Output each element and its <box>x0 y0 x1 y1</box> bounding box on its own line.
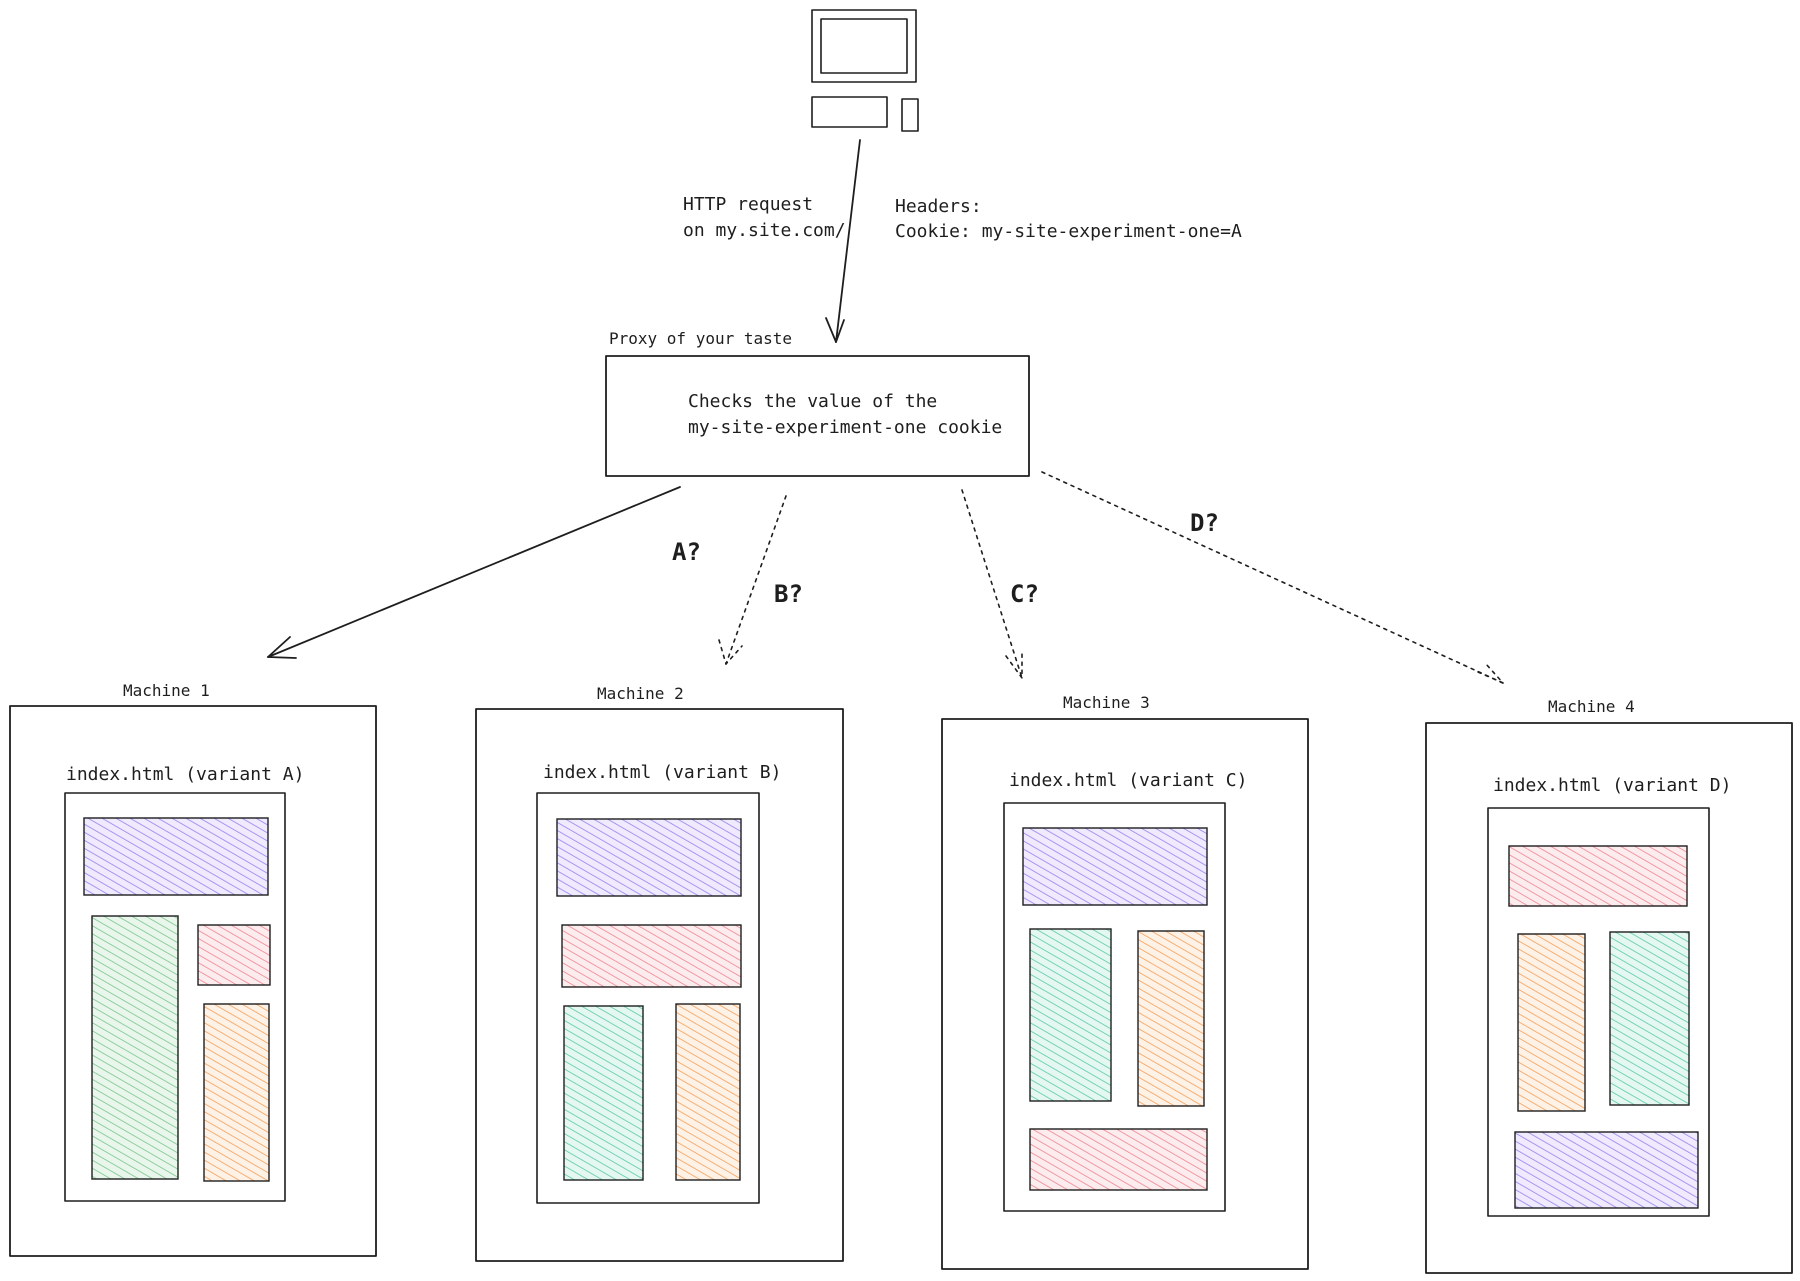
left-column-block <box>563 1005 644 1181</box>
route-arrow-c <box>961 489 1023 679</box>
footer-block <box>1514 1131 1699 1209</box>
headers-label-line1: Headers: <box>895 196 982 217</box>
request-arrow <box>825 139 861 343</box>
page-label: index.html (variant D) <box>1493 775 1731 796</box>
page-mockup <box>1003 802 1226 1212</box>
proxy-text-line2: my-site-experiment-one cookie <box>688 417 1002 438</box>
sidebar-block <box>91 915 179 1180</box>
right-column-block <box>1609 931 1690 1106</box>
machine-title: Machine 1 <box>123 681 210 700</box>
widget-block <box>197 924 271 986</box>
proxy-text-line1: Checks the value of the <box>688 391 937 412</box>
route-arrow-a <box>267 486 681 659</box>
header-block <box>83 817 269 896</box>
machine-title: Machine 3 <box>1063 693 1150 712</box>
page-mockup <box>64 792 286 1202</box>
machine-4: Machine 4 index.html (variant D) <box>1425 697 1793 1274</box>
page-mockup <box>1487 807 1710 1217</box>
route-label-c: C? <box>1010 580 1039 608</box>
content-block <box>203 1003 270 1182</box>
machine-2: Machine 2 index.html (variant B) <box>475 684 844 1262</box>
right-column-block <box>1137 930 1205 1107</box>
route-label-a: A? <box>672 538 701 566</box>
header-block <box>1022 827 1208 906</box>
banner-block <box>561 924 742 988</box>
machine-1: Machine 1 index.html (variant A) <box>9 681 377 1257</box>
request-label-line1: HTTP request <box>683 194 813 215</box>
banner-block <box>1508 845 1688 907</box>
page-label: index.html (variant B) <box>543 762 781 783</box>
machine-title: Machine 4 <box>1548 697 1635 716</box>
page-mockup <box>536 792 760 1204</box>
left-column-block <box>1029 928 1112 1102</box>
footer-block <box>1029 1128 1208 1191</box>
headers-label-line2: Cookie: my-site-experiment-one=A <box>895 221 1242 242</box>
page-label: index.html (variant C) <box>1009 770 1247 791</box>
left-column-block <box>1517 933 1586 1112</box>
route-arrow-d <box>1041 471 1504 684</box>
proxy-caption: Proxy of your taste <box>609 329 792 348</box>
request-label-line2: on my.site.com/ <box>683 220 846 241</box>
route-label-d: D? <box>1190 509 1219 537</box>
machine-title: Machine 2 <box>597 684 684 703</box>
page-label: index.html (variant A) <box>66 764 304 785</box>
proxy-box: Checks the value of the my-site-experime… <box>605 355 1030 477</box>
machine-3: Machine 3 index.html (variant C) <box>941 693 1309 1270</box>
route-arrow-b <box>718 495 787 665</box>
computer-icon <box>811 9 919 132</box>
right-column-block <box>675 1003 741 1181</box>
route-label-b: B? <box>774 580 803 608</box>
header-block <box>556 818 742 897</box>
